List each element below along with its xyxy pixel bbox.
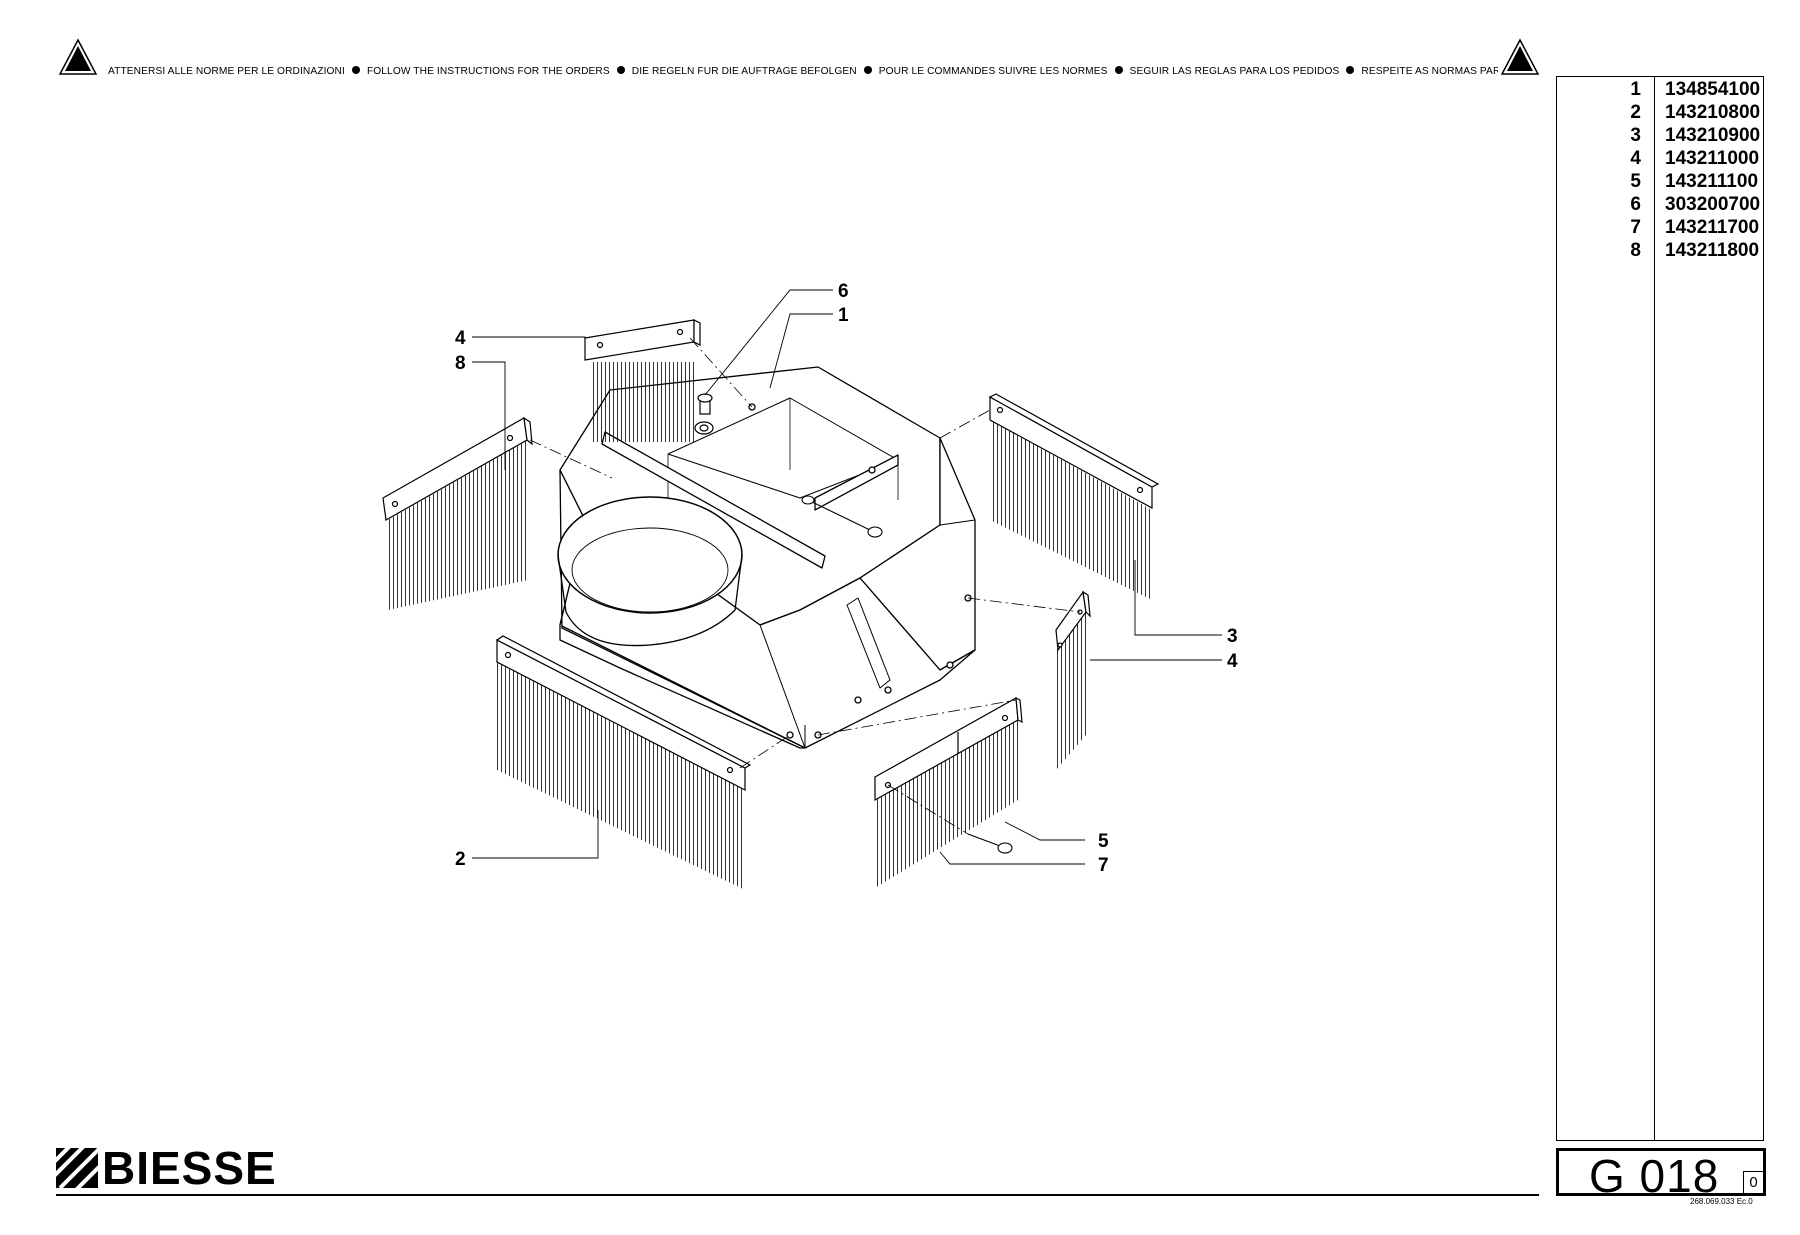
callout-leaders	[472, 289, 1222, 865]
brush-screw	[967, 833, 1013, 854]
revision-number: 0	[1743, 1171, 1763, 1193]
document-code: 268.069.033 Ec.0	[1690, 1197, 1753, 1206]
brand-name: BIESSE	[102, 1142, 277, 1194]
warning-triangle-icon	[58, 38, 98, 75]
part-number: 5	[1630, 171, 1641, 192]
bullet-icon	[616, 66, 625, 74]
hood-body	[557, 366, 976, 749]
brush-front-right	[874, 696, 1023, 888]
parts-row: 8 143211800	[1557, 240, 1763, 263]
callout-1: 1	[838, 305, 849, 326]
callout-6: 6	[838, 281, 849, 302]
notice-pt: RESPEITE AS NORMAS PARA OS PEDIDOS	[1361, 66, 1498, 77]
sheet-code-box: G 018 0	[1556, 1148, 1766, 1202]
parts-row: 4 143211000	[1557, 148, 1763, 171]
part-code: 303200700	[1665, 194, 1761, 215]
part-number: 6	[1630, 194, 1641, 215]
order-instructions: ATTENERSI ALLE NORME PER LE ORDINAZIONI F…	[108, 66, 1498, 80]
bullet-icon	[351, 66, 360, 74]
brush-right	[988, 393, 1160, 600]
notice-it: ATTENERSI ALLE NORME PER LE ORDINAZIONI	[108, 66, 345, 77]
header-notice-bar: ATTENERSI ALLE NORME PER LE ORDINAZIONI F…	[58, 38, 1540, 78]
part-number: 3	[1630, 125, 1641, 146]
parts-row: 7 143211700	[1557, 217, 1763, 240]
parts-row: 5 143211100	[1557, 171, 1763, 194]
bullet-icon	[1346, 66, 1355, 74]
callout-7: 7	[1098, 855, 1109, 876]
parts-row: 3 143210900	[1557, 125, 1763, 148]
notice-en: FOLLOW THE INSTRUCTIONS FOR THE ORDERS	[366, 66, 610, 77]
part-number: 8	[1630, 240, 1641, 261]
warning-triangle-icon	[1500, 38, 1540, 75]
part-code: 143211000	[1665, 148, 1760, 169]
part-code: 143211700	[1665, 217, 1760, 238]
callout-3: 3	[1227, 626, 1238, 647]
callout-5: 5	[1098, 831, 1109, 852]
part-code: 143211100	[1665, 171, 1759, 192]
callout-2: 2	[455, 849, 466, 870]
part-code: 143210800	[1665, 102, 1761, 123]
brush-left	[382, 416, 533, 610]
notice-es: SEGUIR LAS REGLAS PARA LOS PEDIDOS	[1129, 66, 1340, 77]
bullet-icon	[1114, 66, 1123, 74]
part-code: 143211800	[1665, 240, 1760, 261]
callout-4-top: 4	[455, 328, 466, 349]
table-divider	[1654, 77, 1655, 1140]
part-number: 1	[1630, 79, 1641, 100]
footer-rule	[56, 1194, 1539, 1196]
brush-top	[584, 319, 701, 442]
part-code: 134854100	[1665, 79, 1761, 100]
assembly-centerlines	[529, 337, 1081, 835]
parts-row: 2 143210800	[1557, 102, 1763, 125]
parts-list-table: 1 134854100 2 143210800 3 143210900 4 143211…	[1556, 76, 1764, 1141]
brush-right-small	[1055, 590, 1091, 770]
part-code: 143210900	[1665, 125, 1761, 146]
callout-8: 8	[455, 353, 466, 374]
callout-4-right: 4	[1227, 651, 1238, 672]
brush-front-left	[495, 635, 752, 890]
callout-labels: 6 1 4 8 3 4 5 7 2	[455, 281, 1238, 876]
parts-row: 1 134854100	[1557, 79, 1763, 102]
part-number: 2	[1630, 102, 1641, 123]
notice-fr: POUR LE COMMANDES SUIVRE LES NORMES	[878, 66, 1108, 77]
parts-row: 6 303200700	[1557, 194, 1763, 217]
sheet-code: G 018	[1589, 1150, 1720, 1202]
notice-de: DIE REGELN FUR DIE AUFTRAGE BEFOLGEN	[631, 66, 857, 77]
bullet-icon	[863, 66, 872, 74]
part-number: 4	[1630, 148, 1641, 169]
screw-washer-assembly	[694, 393, 714, 435]
biesse-logo: BIESSE	[56, 1142, 306, 1194]
flange-screw	[801, 495, 883, 538]
biesse-logo-icon	[56, 1148, 98, 1188]
part-number: 7	[1630, 217, 1641, 238]
